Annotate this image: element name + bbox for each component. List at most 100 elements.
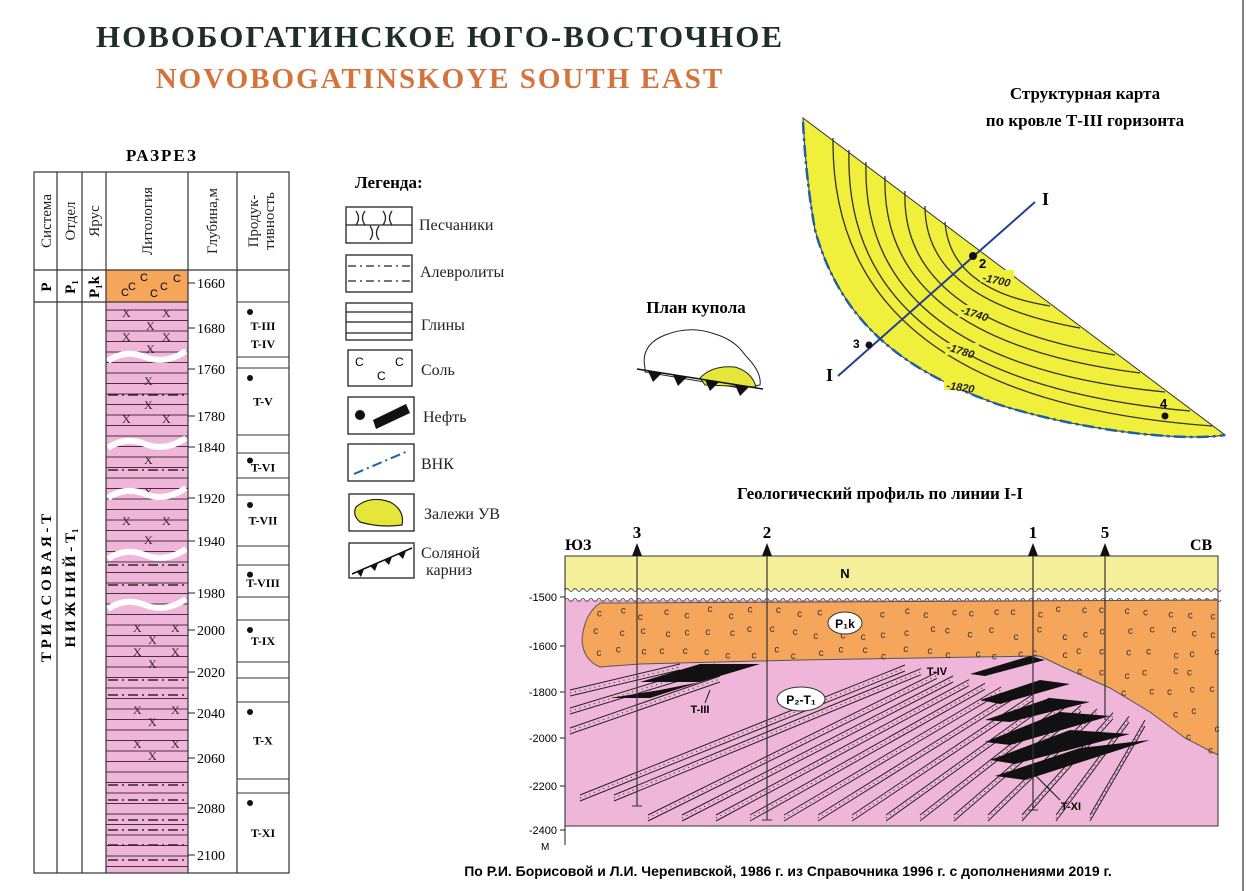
series-permian: P₁ [63,280,79,294]
sandstone-mark: X [144,398,153,412]
salt-mark: c [1209,684,1214,695]
legend-sandstone: Песчаники [419,217,494,234]
salt-mark: c [1076,646,1081,657]
axis-label: -1500 [529,592,557,604]
salt-mark: c [1149,687,1154,698]
unconformity-line [564,598,1222,602]
sandstone-mark: X [122,412,131,426]
salt-mark: c [1186,732,1191,743]
salt-mark: c [1121,688,1126,699]
salt-mark: c [747,624,752,635]
salt-mark: c [1128,626,1133,637]
header-stage: Ярус [87,205,103,237]
depth-label-2060: 2060 [197,752,225,767]
salt-mark: c [992,651,997,662]
hydrocarbon-deposit-symbol [354,498,404,527]
oil-dot-icon [247,709,253,715]
bed-dots [817,693,1018,819]
sandstone-mark: X [171,621,180,635]
bed-line [885,703,1050,822]
axis-label: -2000 [529,733,557,745]
well-triangle-icon [762,543,772,556]
layer-n [565,556,1218,590]
header-system: Система [39,194,55,248]
productivity-label: T-XI [251,826,276,840]
oil-deposit [970,656,1045,676]
dome-plan: План купола [636,298,764,396]
salt-mark: c [1125,606,1130,617]
sandstone-mark: X [122,514,131,528]
legend-wok: ВНК [421,456,454,473]
oil-deposit [995,740,1150,780]
salt-mark: c [1173,666,1178,677]
well-triangle-icon [1100,543,1110,556]
label-p1k: P₁k [835,617,855,631]
sandstone-mark: X [146,319,155,333]
bed-line [715,685,970,822]
map-well-3-label: 3 [853,337,860,351]
axis-label: -1600 [529,641,557,653]
salt-mark: c [1037,625,1042,636]
salt-mark: c [641,647,646,658]
legend: Легенда: CCC [345,173,505,579]
bed-dots [885,700,1050,819]
salt-mark: c [861,632,866,643]
oil-dot-icon [247,627,253,633]
bed-line [749,688,986,822]
sandstone-mark: X [133,645,142,659]
well-2-label: 2 [763,523,772,542]
salt-body-p1k [581,599,1219,756]
salt-mark: C [140,272,148,284]
salt-mark: c [1167,687,1172,698]
salt-mark: c [989,625,994,636]
map-wok-line [801,121,1226,439]
salt-mark: c [819,648,824,659]
salt-mark: c [729,611,734,622]
salt-mark: c [616,644,621,655]
well-triangle-icon [632,543,642,556]
bed-line [569,675,721,729]
stage-kungur: P₁k [87,275,103,298]
bed-line [681,675,954,816]
well-1-label: 1 [1029,523,1038,542]
footer-source: По Р.И. Борисовой и Л.И. Черепивской, 19… [464,863,1112,879]
table-grid [33,171,290,874]
depth-label-1920: 1920 [197,492,225,507]
depth-scale: 1660168017601780184019201940198020002020… [188,277,225,864]
sandstone-mark: X [148,657,157,671]
oil-deposit [990,730,1130,764]
bed-line [647,677,938,822]
contour-label-1820: -1820 [946,380,976,396]
label-t3: T-III [691,704,710,716]
depth-label-1680: 1680 [197,322,225,337]
series-lower-triassic: Н И Ж Н И Й - Т₁ [62,529,79,648]
bed-dots [987,711,1098,819]
salt-mark: C [121,287,129,299]
salt-mark: c [1174,650,1179,661]
salt-mark: c [904,628,909,639]
axis-label: -2200 [529,781,557,793]
salt-mark: c [1210,630,1215,641]
productivity-label: T-X [253,734,273,748]
salt-mark: c [863,645,868,656]
legend-deposit: Залежи УВ [424,506,500,523]
salt-mark: c [1099,647,1104,658]
title-en: NOVOBOGATINSKOYE SOUTH EAST [156,63,725,95]
sandstone-mark: X [146,342,155,356]
siltstone-symbol [348,265,410,282]
salt-mark: c [1062,632,1067,643]
oil-deposit [985,712,1110,745]
salt-mark: c [597,608,602,619]
oil-dot-icon [247,800,253,806]
oil-dot-icon [247,457,253,464]
salt-mark: c [666,629,671,640]
salt-mark: c [927,646,932,657]
sandstone-mark: X [122,306,131,320]
salt-mark: c [730,628,735,639]
bed-line [715,679,970,816]
bed-line [817,696,1018,822]
sandstone-mark: X [162,412,171,426]
